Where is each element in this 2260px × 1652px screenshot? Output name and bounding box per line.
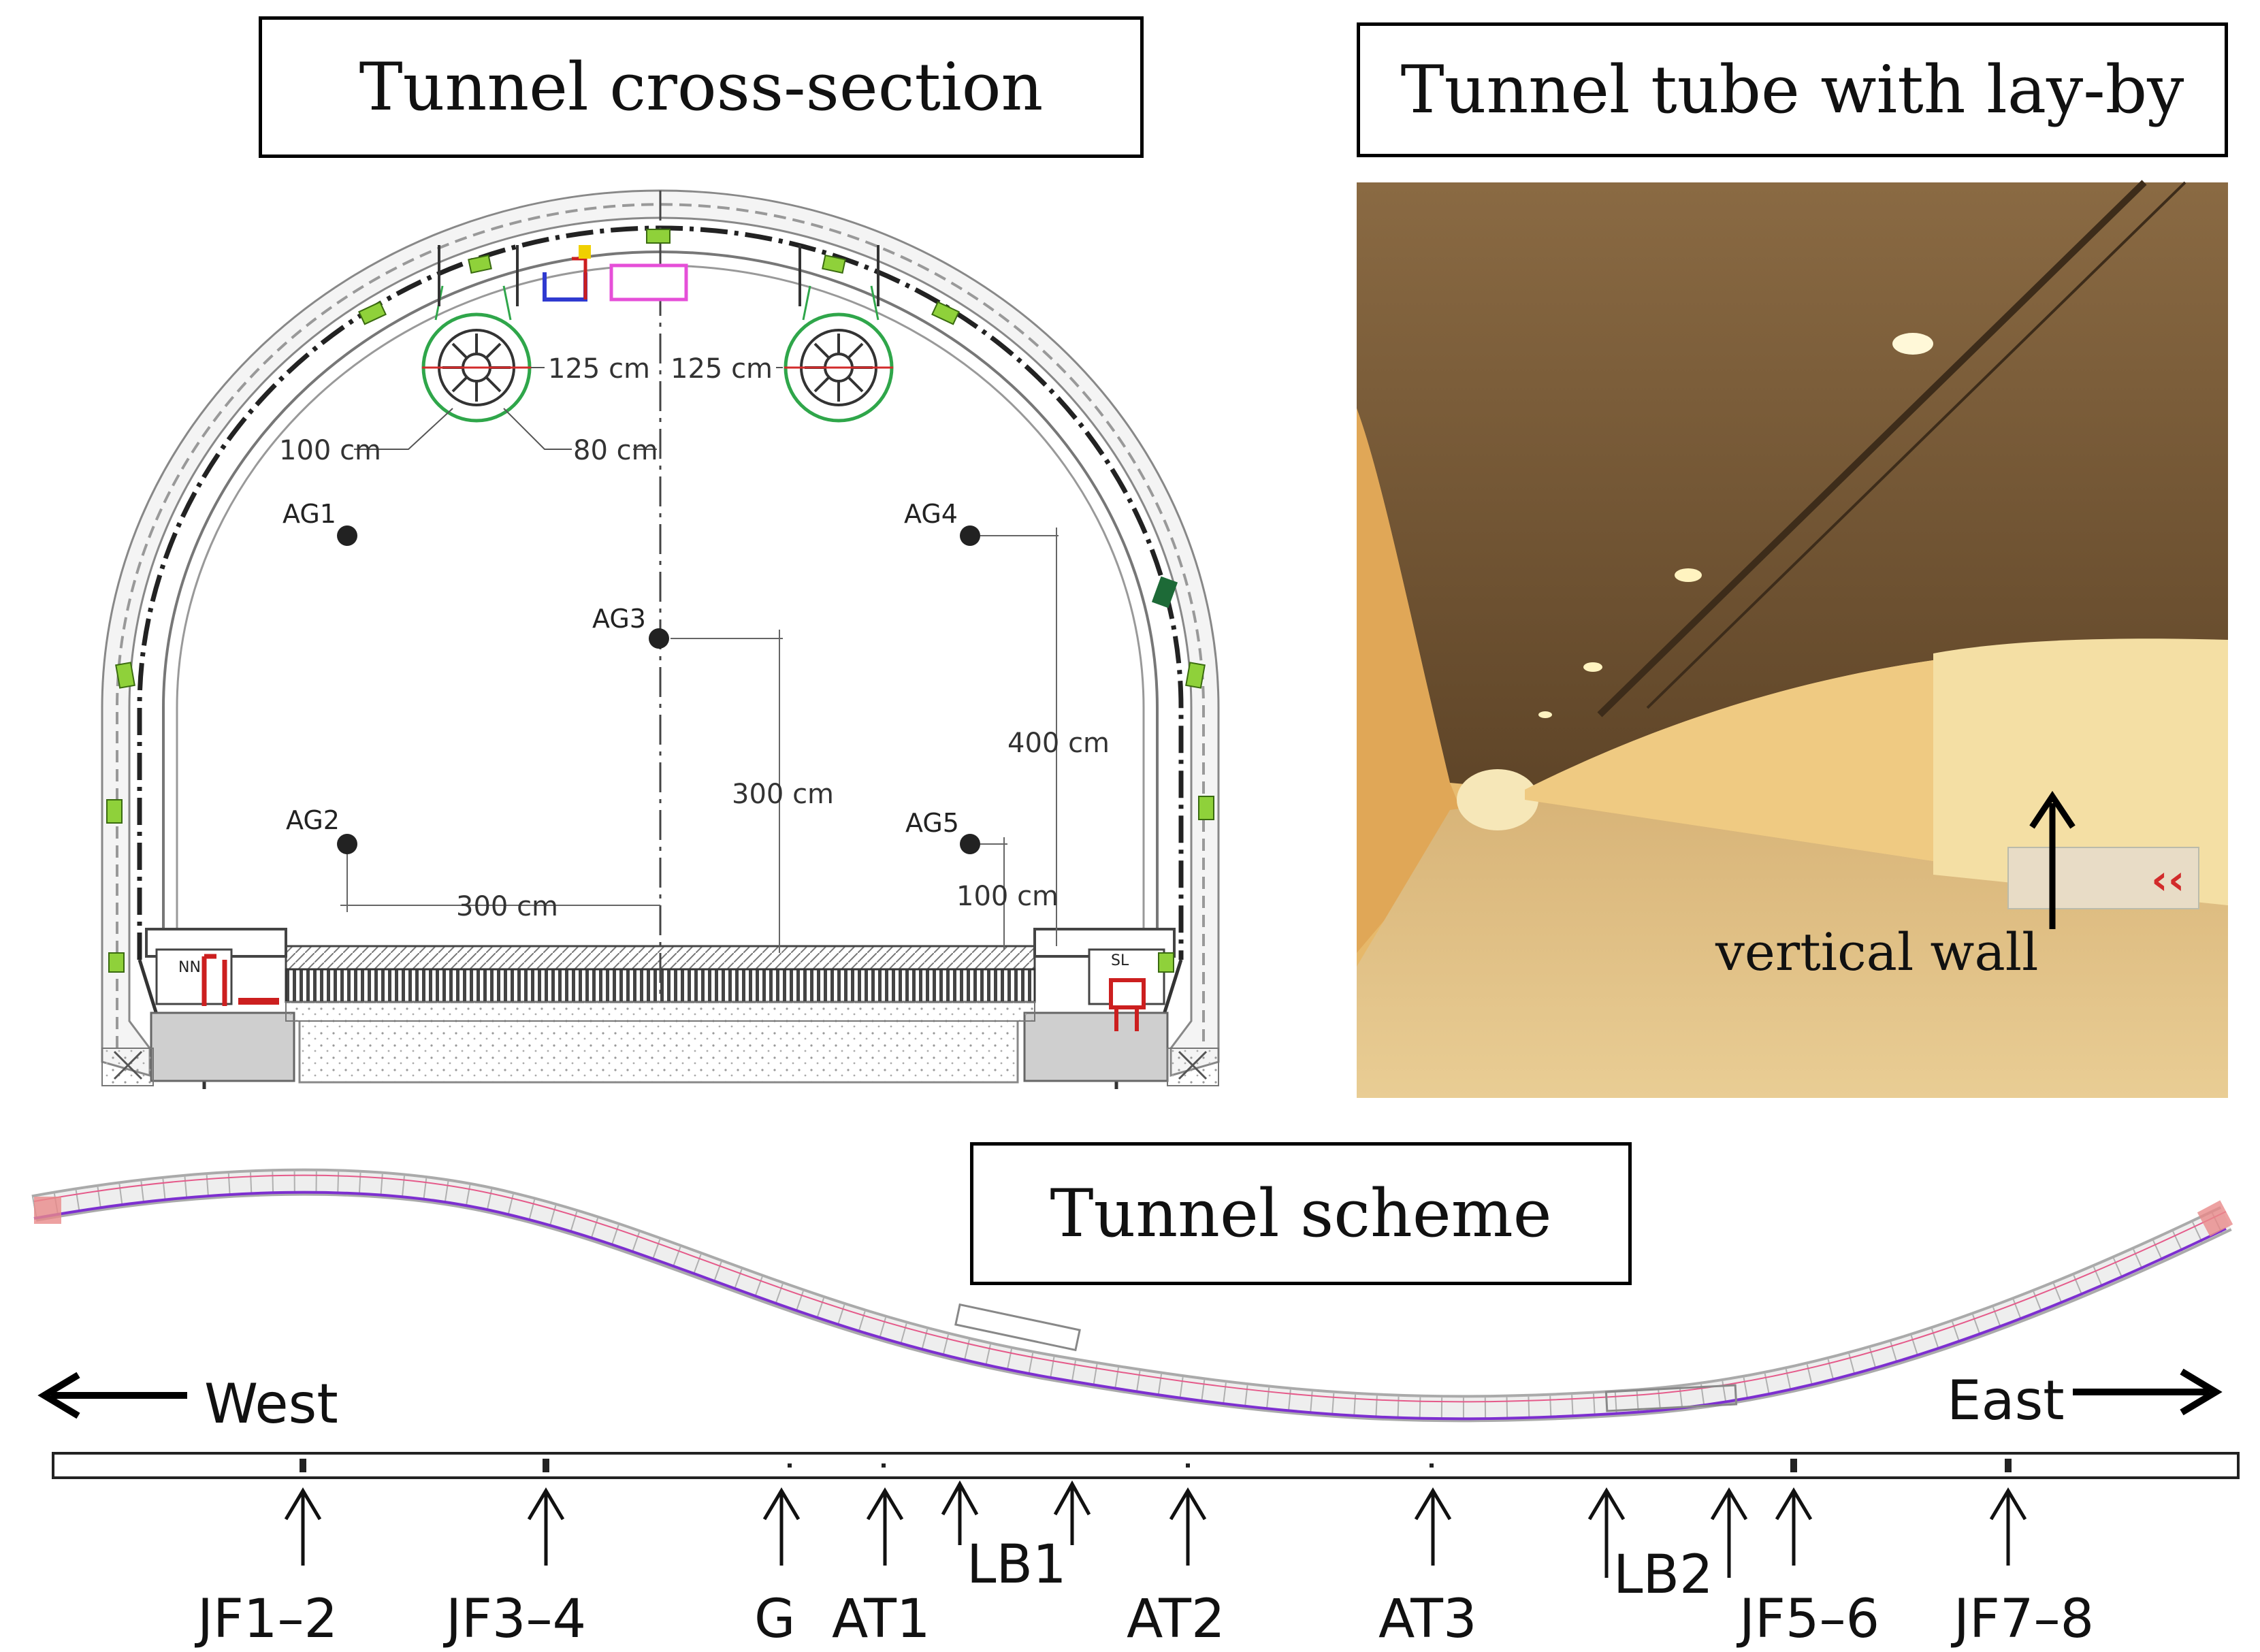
svg-text:AG5: AG5: [905, 808, 959, 838]
tunnel-axis-bar: [52, 1452, 2240, 1479]
tunnel-plan: West East: [31, 1168, 2240, 1650]
dim-125-right: 125 cm: [671, 353, 773, 385]
sensor-ag3: AG3: [592, 604, 669, 649]
dim-300-height: 300 cm: [732, 779, 834, 810]
east-label: East: [1947, 1369, 2065, 1432]
marker-at1: AT1: [832, 1589, 931, 1650]
svg-text:AG1: AG1: [282, 499, 336, 529]
axis-ticks: [300, 1459, 2012, 1472]
marker-jf1-2: JF1–2: [194, 1589, 338, 1650]
marker-lb1: LB1: [967, 1534, 1067, 1596]
lining-markers: [106, 229, 1214, 973]
left-niche-label: NN: [178, 959, 201, 976]
dim-80-fan: 80 cm: [573, 435, 658, 466]
cross-section-drawing: NN SL: [101, 189, 1220, 1089]
marker-lb2: LB2: [1613, 1544, 1713, 1606]
sensor-ag4: AG4: [904, 499, 980, 546]
marker-jf7-8: JF7–8: [1950, 1589, 2094, 1650]
dim-100-low: 100 cm: [956, 881, 1059, 912]
sensor-ag1: AG1: [282, 499, 357, 546]
marker-jf3-4: JF3–4: [442, 1589, 586, 1650]
marker-at3: AT3: [1378, 1589, 1477, 1650]
ceiling-box: [609, 263, 688, 302]
cross-section-title: Tunnel cross-section: [259, 16, 1144, 158]
svg-text:AG4: AG4: [904, 499, 958, 529]
right-jet-fan: [784, 245, 894, 423]
vertical-wall-label: vertical wall: [1715, 922, 2038, 982]
dim-300-width: 300 cm: [456, 891, 558, 922]
dim-100-fan: 100 cm: [279, 435, 381, 466]
right-foundation: [1023, 1011, 1169, 1082]
dim-125-left: 125 cm: [548, 353, 650, 385]
outer-dash-ring: [116, 203, 1205, 1048]
left-jet-fan: [421, 245, 532, 423]
svg-text:AG3: AG3: [592, 604, 646, 634]
right-niche-label: SL: [1111, 952, 1129, 969]
marker-g: G: [754, 1589, 795, 1650]
tunnel-tube-title: Tunnel tube with lay-by: [1357, 22, 2228, 157]
dim-400-height: 400 cm: [1007, 728, 1110, 759]
svg-text:‹‹: ‹‹: [2151, 856, 2184, 904]
tunnel-scheme-title: Tunnel scheme: [970, 1142, 1632, 1285]
svg-text:AG2: AG2: [286, 805, 340, 835]
sensor-ag2: AG2: [286, 805, 357, 854]
marker-jf5-6: JF5–6: [1736, 1589, 1879, 1650]
tunnel-photo: ‹‹ vertical wall: [1357, 180, 2228, 1098]
left-foundation: [150, 1011, 295, 1082]
marker-at2: AT2: [1127, 1589, 1225, 1650]
west-label: West: [204, 1372, 338, 1436]
sensor-ag5: AG5: [905, 808, 980, 854]
